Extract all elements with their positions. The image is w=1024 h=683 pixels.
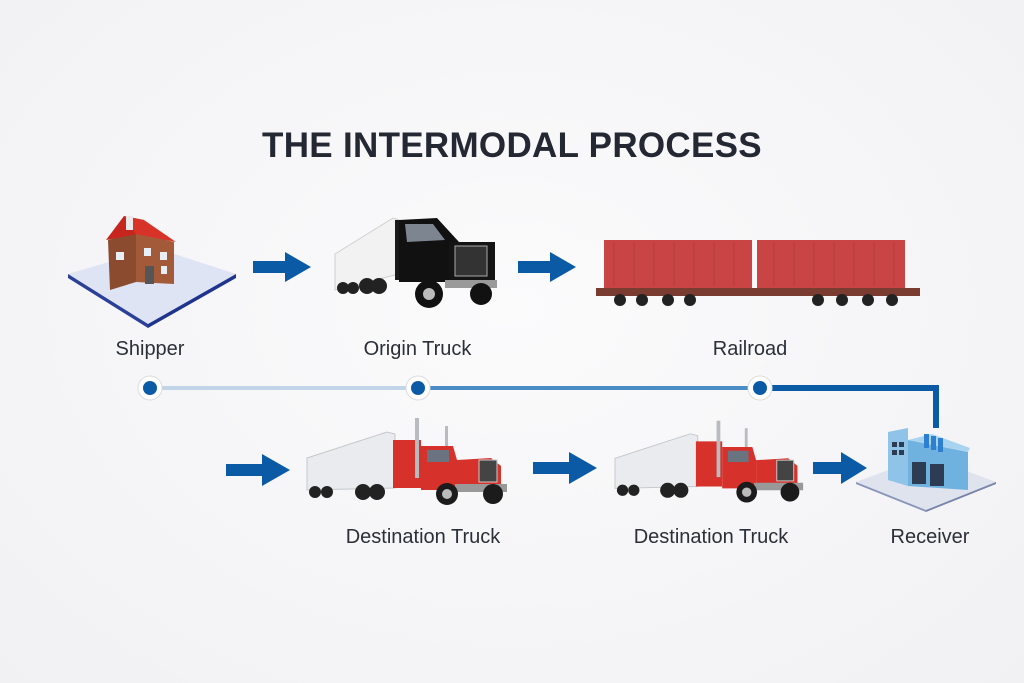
step-label-railroad: Railroad xyxy=(712,338,788,360)
arrow-right-icon xyxy=(226,454,290,486)
red-semi-truck-icon xyxy=(306,418,507,505)
step-label-destination-truck-1: Destination Truck xyxy=(345,526,501,548)
step-label-shipper: Shipper xyxy=(115,338,185,360)
timeline-node xyxy=(137,375,163,401)
step-label-origin-truck: Origin Truck xyxy=(363,338,472,360)
container-railcar-icon xyxy=(596,240,920,306)
arrow-right-icon xyxy=(533,452,597,484)
arrow-right-icon xyxy=(813,452,867,484)
step-label-receiver: Receiver xyxy=(890,526,970,548)
red-semi-truck-icon xyxy=(614,420,804,503)
arrow-right-icon xyxy=(518,252,576,282)
timeline-node xyxy=(747,375,773,401)
timeline-segment xyxy=(760,385,939,428)
timeline-node xyxy=(405,375,431,401)
black-semi-truck-icon xyxy=(334,217,497,308)
diagram-title: THE INTERMODAL PROCESS xyxy=(262,126,762,165)
arrow-right-icon xyxy=(253,252,311,282)
house-icon xyxy=(68,216,236,328)
step-label-destination-truck-2: Destination Truck xyxy=(633,526,789,548)
warehouse-icon xyxy=(856,428,996,512)
